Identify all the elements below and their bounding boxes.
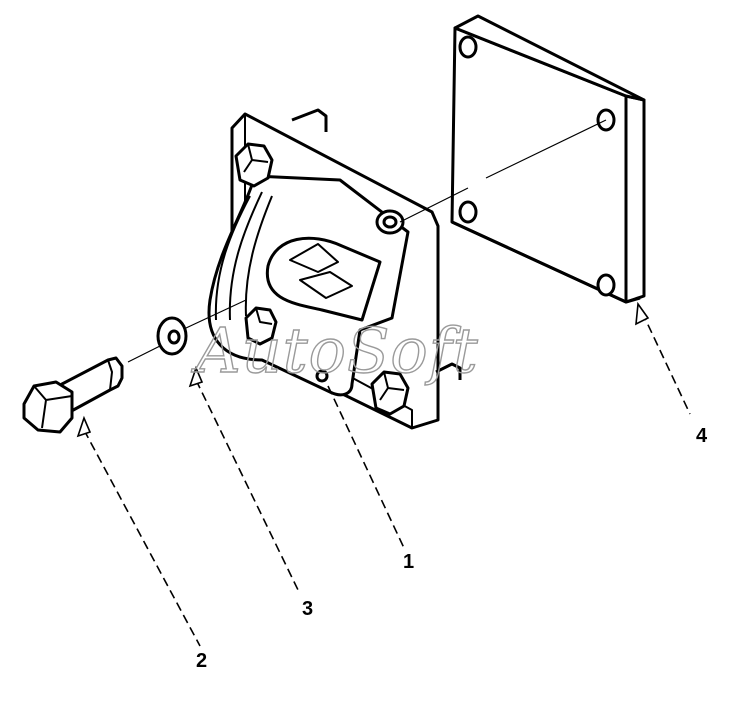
leader-arrowheads — [76, 301, 650, 438]
leader-line-1 — [327, 385, 405, 549]
watermark-text: AutoSoft — [191, 314, 479, 387]
callout-number-2: 2 — [196, 650, 207, 672]
plate-part-4 — [450, 14, 646, 304]
bracket-hex-bolts — [234, 142, 410, 416]
arrowhead-3 — [188, 365, 204, 388]
washer-part-3 — [156, 316, 188, 356]
bolt-part-2 — [22, 356, 124, 434]
leader-line-4 — [641, 311, 691, 415]
callout-number-4: 4 — [696, 425, 708, 447]
leader-lines — [83, 311, 691, 647]
callout-number-3: 3 — [302, 598, 313, 620]
arrowhead-2 — [76, 415, 92, 438]
leader-line-3 — [195, 379, 301, 595]
callout-number-1: 1 — [403, 551, 414, 573]
arrowhead-4 — [635, 301, 650, 326]
leader-line-2 — [83, 429, 201, 647]
assembly-axis-line — [127, 119, 607, 363]
